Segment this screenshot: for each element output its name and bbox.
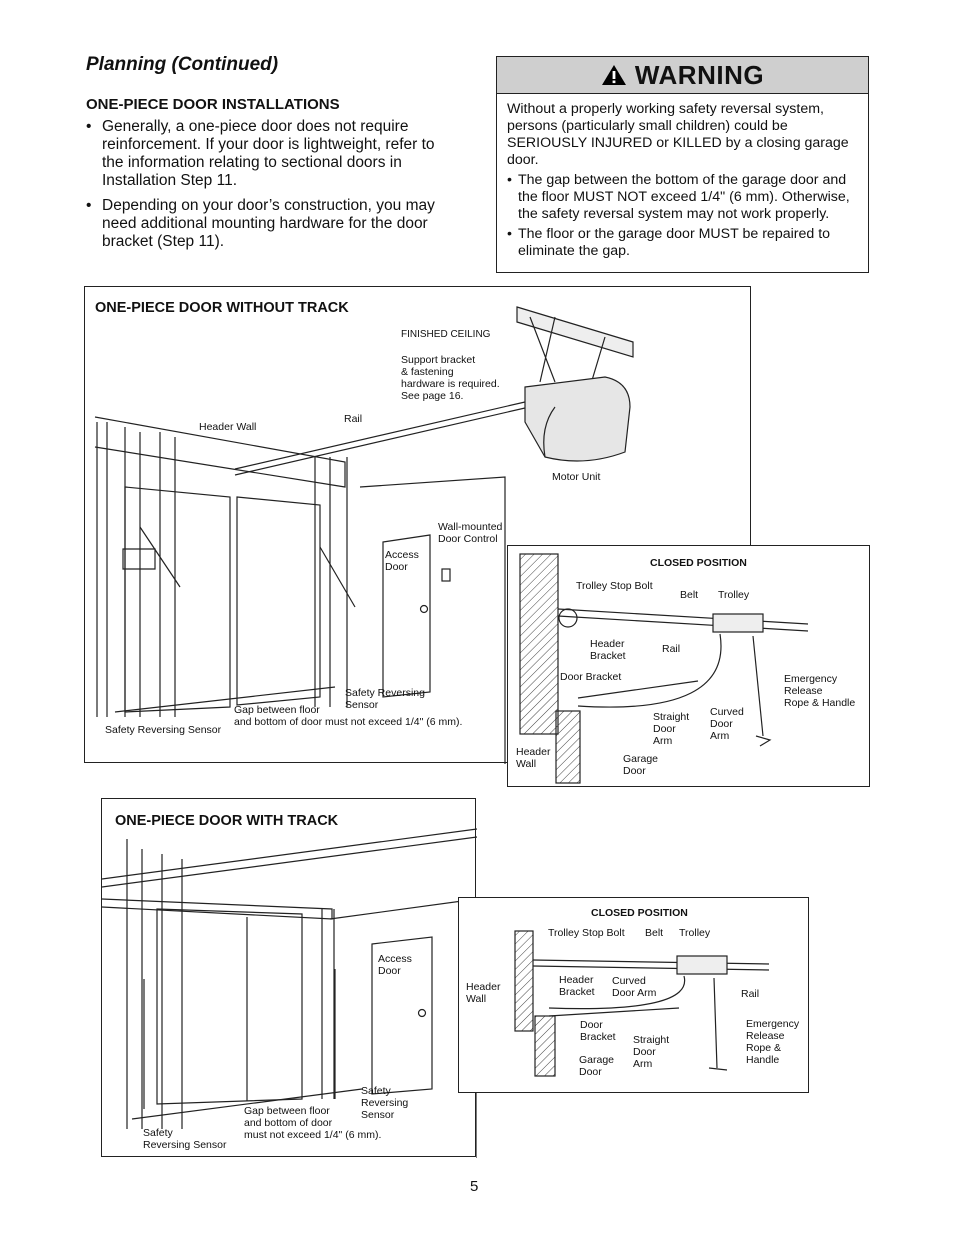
label-garage-door: Garage Door: [623, 753, 659, 777]
label-rail: Rail: [344, 413, 363, 425]
inset-title: CLOSED POSITION: [591, 907, 688, 919]
label-support-bracket: Support bracket & fastening hardware is …: [401, 354, 500, 402]
label-straight-arm: Straight Door Arm: [633, 1034, 670, 1070]
warning-title: WARNING: [634, 59, 765, 90]
label-emergency-release: Emergency Release Rope & Handle: [746, 1018, 800, 1066]
label-sensor-right: Safety Reversing Sensor: [345, 687, 425, 711]
label-belt: Belt: [645, 927, 664, 939]
warning-header: WARNING: [497, 57, 868, 94]
label-trolley-stop-bolt: Trolley Stop Bolt: [576, 580, 653, 592]
label-trolley: Trolley: [679, 927, 711, 939]
label-wall-control: Wall-mounted Door Control: [438, 521, 503, 545]
inset-title: CLOSED POSITION: [650, 557, 747, 569]
label-emergency-release: Emergency Release Rope & Handle: [784, 673, 856, 709]
label-garage-door: Garage Door: [579, 1054, 615, 1078]
warning-triangle-icon: [601, 65, 626, 85]
warning-bullet: The floor or the garage door MUST be rep…: [507, 226, 858, 260]
garage-illustration-2: [102, 828, 477, 1158]
garage-illustration-1: [94, 306, 634, 764]
label-belt: Belt: [680, 589, 699, 601]
label-ceiling: FINISHED CEILING: [401, 329, 491, 340]
label-rail: Rail: [662, 643, 681, 655]
figure-title: ONE-PIECE DOOR WITHOUT TRACK: [95, 300, 349, 316]
label-header-wall: Header Wall: [466, 981, 501, 1005]
label-gap: Gap between floor and bottom of door mus…: [234, 704, 463, 728]
label-curved-arm: Curved Door Arm: [710, 706, 744, 742]
label-header-wall: Header Wall: [199, 421, 257, 433]
page-number: 5: [470, 1178, 479, 1195]
figure-title: ONE-PIECE DOOR WITH TRACK: [115, 813, 339, 829]
label-header-wall: Header Wall: [516, 746, 551, 770]
warning-intro: Without a properly working safety revers…: [507, 101, 849, 168]
bullet-item: Generally, a one-piece door does not req…: [86, 118, 456, 190]
warning-box: WARNING Without a properly working safet…: [496, 56, 869, 273]
label-rail: Rail: [741, 988, 760, 1000]
inset-closed-position-2: CLOSED POSITION Trolley Stop Bolt Belt T…: [458, 897, 809, 1093]
bullet-item: Depending on your door’s construction, y…: [86, 197, 456, 251]
label-straight-arm: Straight Door Arm: [653, 711, 690, 747]
bullet-list: Generally, a one-piece door does not req…: [86, 118, 456, 258]
warning-bullet: The gap between the bottom of the garage…: [507, 172, 858, 223]
inset-illustration-2: [514, 930, 770, 1077]
figure-with-track: ONE-PIECE DOOR WITH TRACK Access Door Sa…: [101, 798, 477, 1158]
label-trolley: Trolley: [718, 589, 750, 601]
inset-illustration-1: [519, 553, 809, 784]
label-header-bracket: Header Bracket: [559, 974, 595, 998]
warning-body: Without a properly working safety revers…: [497, 94, 868, 260]
label-sensor-right: Safety Reversing Sensor: [361, 1085, 409, 1121]
label-door-bracket: Door Bracket: [580, 1019, 616, 1043]
label-access-door: Access Door: [378, 953, 412, 977]
label-motor-unit: Motor Unit: [552, 471, 601, 483]
subheading: ONE-PIECE DOOR INSTALLATIONS: [86, 96, 340, 113]
label-sensor-left: Safety Reversing Sensor: [143, 1127, 227, 1151]
label-gap: Gap between floor and bottom of door mus…: [244, 1105, 382, 1141]
label-access-door: Access Door: [385, 549, 419, 573]
label-header-bracket: Header Bracket: [590, 638, 626, 662]
label-trolley-stop-bolt: Trolley Stop Bolt: [548, 927, 625, 939]
label-curved-arm: Curved Door Arm: [612, 975, 657, 999]
label-door-bracket: Door Bracket: [560, 671, 622, 683]
section-title: Planning (Continued): [86, 54, 279, 75]
label-sensor-left: Safety Reversing Sensor: [105, 724, 222, 736]
inset-closed-position-1: CLOSED POSITION Trolley Stop Bolt Belt T…: [507, 545, 870, 787]
